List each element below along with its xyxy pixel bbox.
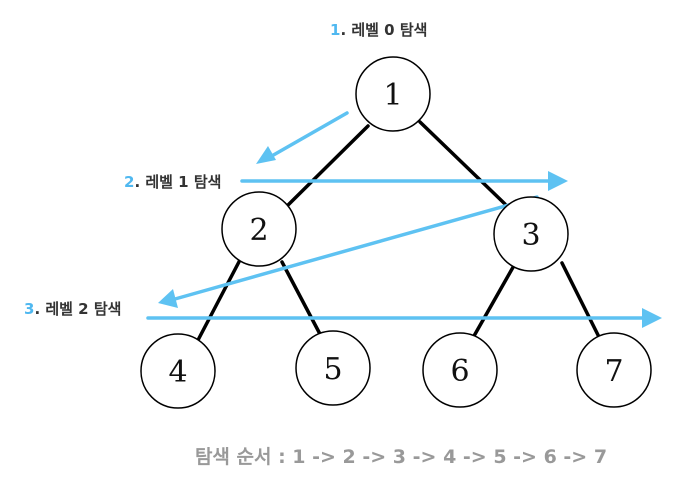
node-1: 1 <box>355 56 431 132</box>
arrow-level1-to-level2 <box>158 195 539 308</box>
arrow-level0 <box>256 111 349 164</box>
level1-number: 2 <box>124 173 134 191</box>
arrow-level2 <box>146 308 662 328</box>
node-3: 3 <box>493 196 569 272</box>
edge-1-3 <box>418 120 507 206</box>
node-2: 2 <box>221 191 297 267</box>
level2-label: 3. 레벨 2 탐색 <box>24 300 121 318</box>
edge-2-5 <box>280 260 323 338</box>
node-label: 6 <box>450 354 469 389</box>
node-4: 4 <box>140 333 216 409</box>
node-label: 4 <box>168 355 187 390</box>
level0-label: 1. 레벨 0 탐색 <box>330 21 427 39</box>
level1-text: . 레벨 1 탐색 <box>134 173 221 191</box>
node-label: 5 <box>323 352 342 387</box>
edge-2-4 <box>195 256 243 344</box>
node-6: 6 <box>422 332 498 408</box>
node-label: 1 <box>383 78 402 113</box>
tree-edges <box>195 120 602 345</box>
edge-3-6 <box>468 260 518 345</box>
edge-1-2 <box>283 124 370 210</box>
node-label: 3 <box>521 218 540 253</box>
node-5: 5 <box>295 330 371 406</box>
node-7: 7 <box>576 332 652 408</box>
level0-text: . 레벨 0 탐색 <box>340 21 427 39</box>
level0-number: 1 <box>330 21 340 39</box>
level2-text: . 레벨 2 탐색 <box>34 300 121 318</box>
level2-number: 3 <box>24 300 34 318</box>
edge-3-7 <box>560 261 602 341</box>
node-label: 7 <box>604 354 623 389</box>
traversal-arrows <box>146 111 662 328</box>
traversal-order-footer: 탐색 순서 : 1 -> 2 -> 3 -> 4 -> 5 -> 6 -> 7 <box>195 446 607 468</box>
node-label: 2 <box>249 213 268 248</box>
level1-label: 2. 레벨 1 탐색 <box>124 173 221 191</box>
tree-nodes: 1 2 3 4 5 6 7 <box>140 56 652 409</box>
arrow-level1 <box>240 171 568 191</box>
